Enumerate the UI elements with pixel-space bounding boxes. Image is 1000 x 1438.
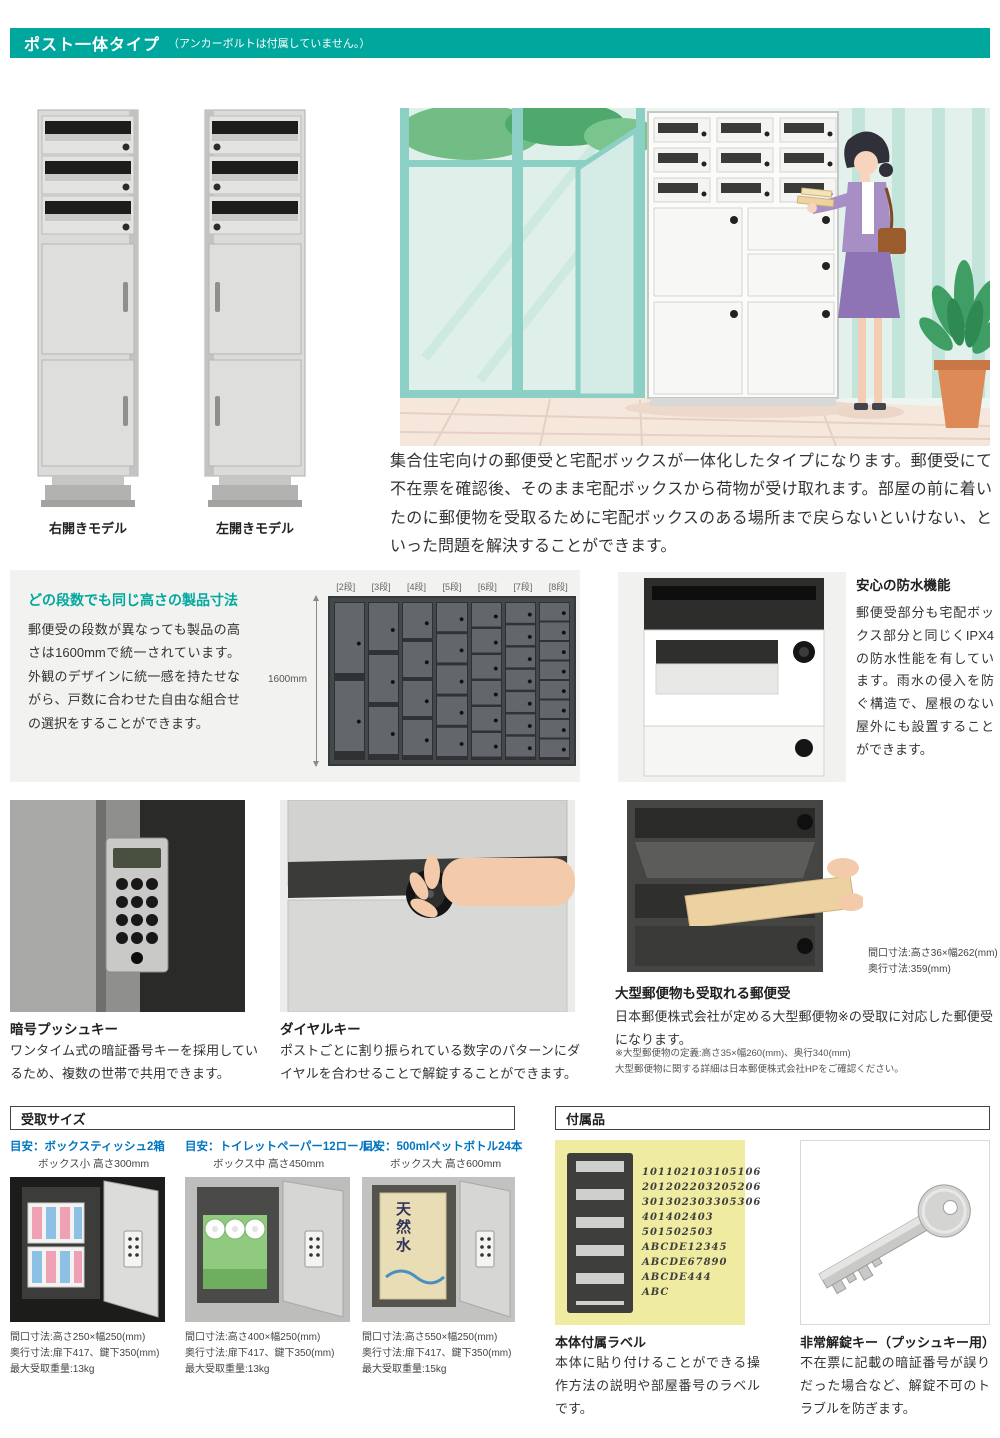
page-title: ポスト一体タイプ [24,37,161,54]
waterproof-title: 安心の防水機能 [856,578,951,593]
size-small-dim2: 奥行寸法:扉下417、鍵下350(mm) [10,1348,160,1359]
key-item-body: 不在票に記載の暗証番号が誤りだった場合など、解錠不可のトラブルを防ぎます。 [800,1355,990,1416]
size-section-title: 受取サイズ [10,1106,515,1130]
size-large-guide: 目安：500mlペットボトル24本 [362,1141,523,1153]
locker-column-4 [402,602,434,760]
waterproof-section: 安心の防水機能 郵便受部分も宅配ボックス部分と同じくIPX4の防水性能を有してい… [856,574,994,761]
product-image-right-open-model [28,104,148,509]
label-numbers: 101102103105106 201202203205206 30130230… [642,1165,761,1300]
large-mail-dim2: 奥行寸法:359(mm) [868,964,951,975]
locker-array-image [328,596,576,766]
locker-column-labels: [2段] [3段] [4段] [5段] [6段] [7段] [8段] [328,580,576,593]
column-label-6dan: [6段] [477,582,497,592]
size-small-dim1: 間口寸法:高さ250×幅250(mm) [10,1332,146,1343]
locker-column-2 [334,602,366,760]
size-item-medium: 目安：トイレットペーパー12ロール入 ボックス中 高さ450mm [185,1138,382,1378]
push-key-title: 暗号プッシュキー [10,1022,118,1037]
push-key-image [10,800,245,1012]
size-medium-weight: 最大受取重量:13kg [185,1364,270,1375]
column-label-3dan: [3段] [371,582,391,592]
size-large-weight: 最大受取重量:15kg [362,1364,447,1375]
waterproof-image [618,572,846,782]
label-line: 401402403 [642,1212,714,1223]
height-dimension-label: 1600mm [268,674,307,685]
label-line: 201202203205206 [642,1182,762,1193]
section-header: ポスト一体タイプ （アンカーボルトは付属していません。） [10,28,990,58]
large-mail-image [615,800,865,972]
label-item-title: 本体付属ラベル [555,1335,647,1350]
size-small-weight: 最大受取重量:13kg [10,1364,95,1375]
large-mail-notes: ※大型郵便物の定義:高さ35×幅260(mm)、奥行340(mm) 大型郵便物に… [615,1046,1000,1077]
uniform-height-section: どの段数でも同じ高さの製品寸法 郵便受の段数が異なっても製品の高さは1600mm… [10,570,580,782]
push-key-body: ワンタイム式の暗証番号キーを採用しているため、複数の世帯で共用できます。 [10,1043,258,1081]
label-card-rows [576,1160,624,1305]
size-large-dim2: 奥行寸法:扉下417、鍵下350(mm) [362,1348,512,1359]
large-mail-dim1: 間口寸法:高さ36×幅262(mm) [868,948,998,959]
label-sheet-image: 101102103105106 201202203205206 30130230… [555,1140,760,1325]
large-mail-body: 日本郵便株式会社が定める大型郵便物※の受取に対応した郵便受になります。 [615,1009,993,1047]
label-line: ABCDE67890 [642,1257,728,1268]
emergency-key-image [800,1140,990,1325]
dial-key-image [280,799,575,1013]
page-subtitle: （アンカーボルトは付属していません。） [168,38,371,50]
column-label-7dan: [7段] [513,582,533,592]
locker-column-3 [368,602,400,760]
label-line: 101102103105106 [642,1167,762,1178]
size-small-image [10,1177,170,1322]
model-label-left-open: 左開きモデル [215,521,294,536]
intro-text: 集合住宅向けの郵便受と宅配ボックスが一体化したタイプになります。郵便受にて不在票… [390,453,992,556]
entrance-illustration [398,102,1000,447]
size-small-dims: 間口寸法:高さ250×幅250(mm) 奥行寸法:扉下417、鍵下350(mm)… [10,1330,170,1378]
large-mail-dimensions: 間口寸法:高さ36×幅262(mm) 奥行寸法:359(mm) [868,946,998,978]
height-dimension-line [313,595,319,767]
label-line: ABCDE444 [642,1272,712,1283]
size-medium-dims: 間口寸法:高さ400×幅250(mm) 奥行寸法:扉下417、鍵下350(mm)… [185,1330,355,1378]
key-item-title: 非常解錠キー（プッシュキー用） [800,1335,996,1350]
size-medium-dim1: 間口寸法:高さ400×幅250(mm) [185,1332,321,1343]
accessories-section-title: 付属品 [555,1106,990,1130]
dial-key-title: ダイヤルキー [280,1022,361,1037]
size-large-box-label: ボックス大 高さ600mm [390,1158,502,1170]
column-label-2dan: [2段] [336,582,356,592]
size-large-dim1: 間口寸法:高さ550×幅250(mm) [362,1332,498,1343]
size-medium-guide: 目安：トイレットペーパー12ロール入 [185,1141,382,1153]
label-line: 501502503 [642,1227,714,1238]
locker-column-6 [470,602,502,760]
label-line: ABCDE12345 [642,1242,728,1253]
uniform-height-body: 郵便受の段数が異なっても製品の高さは1600mmで統一されています。外観のデザイ… [28,622,240,731]
large-mail-note2: 大型郵便物に関する詳細は日本郵便株式会社HPをご確認ください。 [615,1063,904,1075]
size-medium-dim2: 奥行寸法:扉下417、鍵下350(mm) [185,1348,335,1359]
product-image-left-open-model [195,104,315,509]
large-mail-title: 大型郵便物も受取れる郵便受 [615,986,791,1001]
size-item-small: 目安：ボックスティッシュ2箱 ボックス小 高さ300mm [10,1138,170,1378]
locker-column-7 [504,602,536,760]
locker-column-8 [538,602,570,760]
large-mail-note1: ※大型郵便物の定義:高さ35×幅260(mm)、奥行340(mm) [615,1048,851,1059]
column-label-5dan: [5段] [442,582,462,592]
model-label-right-open: 右開きモデル [48,521,127,536]
label-line: ABC [642,1287,670,1298]
label-item-body: 本体に貼り付けることができる操作方法の説明や部屋番号のラベルです。 [555,1355,760,1416]
column-label-4dan: [4段] [407,582,427,592]
size-large-dims: 間口寸法:高さ550×幅250(mm) 奥行寸法:扉下417、鍵下350(mm)… [362,1330,517,1378]
size-small-guide: 目安：ボックスティッシュ2箱 [10,1141,165,1153]
size-item-large: 目安：500mlペットボトル24本 ボックス大 高さ600mm 天然水 間口寸法… [362,1138,523,1378]
locker-column-5 [436,602,468,760]
size-medium-box-label: ボックス中 高さ450mm [213,1158,325,1170]
size-large-image: 天然水 [362,1177,517,1322]
uniform-height-title: どの段数でも同じ高さの製品寸法 [28,592,238,608]
label-line: 301302303305306 [642,1197,762,1208]
waterproof-body: 郵便受部分も宅配ボックス部分と同じくIPX4の防水性能を有しています。雨水の侵入… [856,605,994,757]
dial-key-body: ポストごとに割り振られている数字のパターンにダイヤルを合わせることで解錠すること… [280,1043,580,1081]
column-label-8dan: [8段] [548,582,568,592]
label-card [567,1152,633,1313]
size-small-box-label: ボックス小 高さ300mm [38,1158,150,1170]
size-medium-image [185,1177,355,1322]
